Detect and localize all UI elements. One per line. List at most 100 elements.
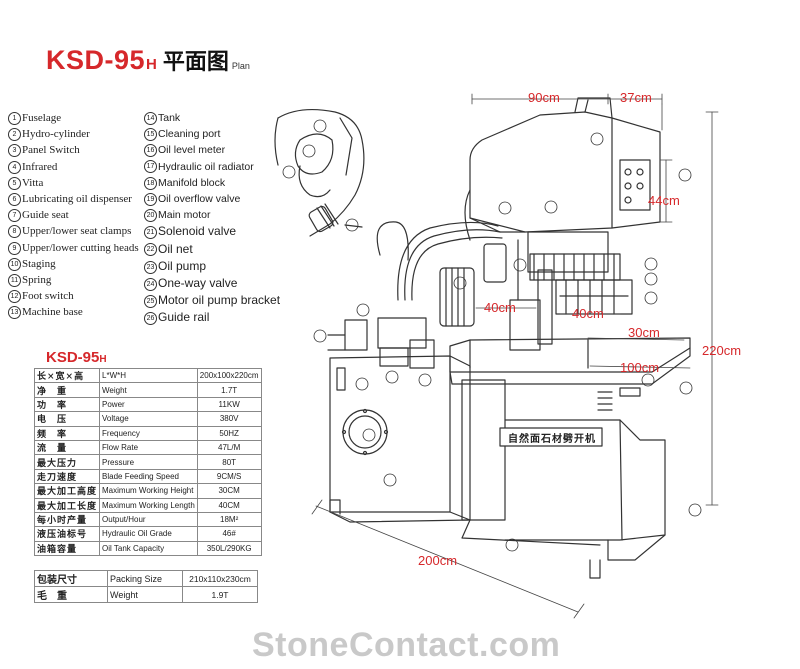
hoses — [376, 221, 503, 301]
part-number: 25 — [144, 294, 157, 308]
part-number: 11 — [8, 274, 21, 287]
oil-tank — [329, 355, 471, 523]
part-label: Machine base — [22, 306, 83, 319]
valve-block — [327, 317, 435, 369]
part-number: 24 — [144, 277, 157, 291]
part-label: Main motor — [158, 209, 211, 222]
part-label: Hydro-cylinder — [22, 128, 90, 141]
part-number: 17 — [144, 160, 157, 174]
part-number: 8 — [8, 225, 21, 239]
part-number: 5 — [8, 176, 21, 190]
part-number: 23 — [144, 260, 157, 274]
spec-title: KSD-95H — [46, 349, 107, 366]
part-label: Spring — [22, 274, 52, 287]
part-number: 18 — [144, 176, 157, 190]
part-label: Guide rail — [158, 310, 210, 325]
part-label: Solenoid valve — [158, 224, 237, 239]
main-motor — [439, 243, 507, 327]
callout-circles — [313, 132, 702, 552]
fuselage — [469, 97, 661, 233]
part-number: 2 — [8, 128, 21, 142]
part-number: 13 — [8, 306, 21, 320]
spec-value: 350L/290KG — [196, 540, 262, 557]
part-label: Upper/lower cutting heads — [22, 241, 139, 254]
spec-label-cn: 油箱容量 — [33, 540, 101, 557]
spec-label-cn: 电 压 — [33, 411, 101, 427]
model-suffix: H — [146, 56, 157, 73]
part-number: 7 — [8, 209, 21, 223]
part-number: 10 — [8, 257, 21, 271]
dim-30cm: 30cm — [628, 325, 660, 340]
part-label: Oil level meter — [158, 144, 226, 157]
part-label: Guide seat — [22, 209, 69, 222]
title-english: Plan — [231, 61, 250, 71]
part-label: Manifold block — [158, 176, 226, 189]
machine-plate: 自然面石材劈开机 — [508, 434, 596, 445]
part-label: Upper/lower seat clamps — [22, 225, 132, 238]
dim-200cm: 200cm — [418, 553, 458, 568]
part-label: One-way valve — [158, 276, 238, 291]
part-number: 14 — [144, 111, 157, 125]
dim-100cm: 100cm — [620, 360, 660, 375]
spec-value: 50HZ — [196, 425, 262, 441]
spec-suffix: H — [99, 354, 107, 365]
part-label: Motor oil pump bracket — [158, 293, 281, 308]
part-number: 26 — [144, 312, 157, 326]
dim-90cm: 90cm — [528, 90, 560, 105]
part-number: 20 — [144, 208, 157, 222]
part-label: Staging — [22, 257, 56, 270]
part-number: 3 — [8, 144, 21, 158]
watermark: StoneContact.com — [252, 626, 561, 664]
spec-label-cn: 走刀速度 — [33, 468, 101, 485]
part-number: 9 — [8, 241, 21, 255]
dim-44cm: 44cm — [648, 193, 680, 208]
spec-value: 30CM — [196, 483, 262, 499]
dim-220cm: 220cm — [702, 343, 742, 358]
part-number: 1 — [8, 111, 21, 125]
part-number: 22 — [144, 243, 157, 257]
title-chinese: 平面图 — [162, 50, 229, 75]
model-name: KSD-95 — [46, 45, 146, 75]
part-number: 21 — [144, 226, 157, 240]
part-label: Foot switch — [22, 290, 74, 303]
pump-inset — [274, 108, 365, 237]
dim-37cm: 37cm — [620, 90, 652, 105]
part-number: 19 — [144, 192, 157, 206]
part-number: 4 — [8, 160, 21, 174]
spec-model: KSD-95 — [46, 349, 100, 366]
part-label: Oil overflow valve — [158, 193, 241, 206]
dim-40cm-a: 40cm — [484, 300, 516, 315]
